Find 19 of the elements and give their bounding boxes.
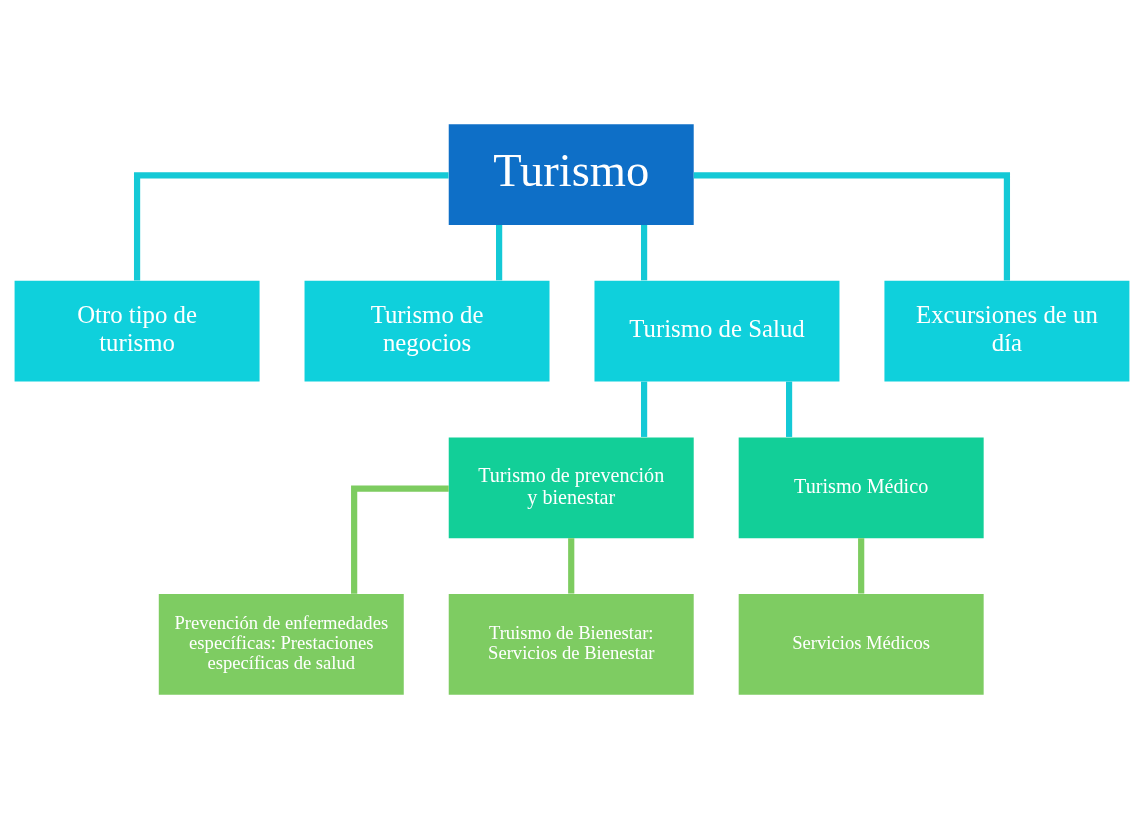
node-box: Turismo de prevención y bienestar: [448, 437, 694, 539]
node-box: Turismo de Salud: [594, 280, 840, 382]
node-box: Turismo: [448, 124, 694, 225]
node-box: Truismo de Bienestar: Servicios de Bienestar: [448, 594, 694, 695]
connector: [134, 172, 449, 281]
connector: [858, 538, 865, 594]
node-box: Servicios Médicos: [738, 594, 984, 695]
connector: [568, 538, 575, 594]
connector: [351, 485, 449, 594]
connector: [641, 381, 648, 437]
node-box: Excursiones de un día: [884, 280, 1130, 382]
connector: [785, 381, 793, 437]
connector: [496, 225, 503, 281]
node-box: Turismo Médico: [738, 437, 984, 539]
connector: [641, 225, 648, 281]
connector: [693, 172, 1010, 281]
node-box: Turismo de negocios: [304, 280, 550, 382]
node-box: Prevención de enfermedades específicas: Prestaciones específicas de salud: [158, 594, 404, 695]
node-box: Otro tipo de turismo: [14, 280, 260, 382]
